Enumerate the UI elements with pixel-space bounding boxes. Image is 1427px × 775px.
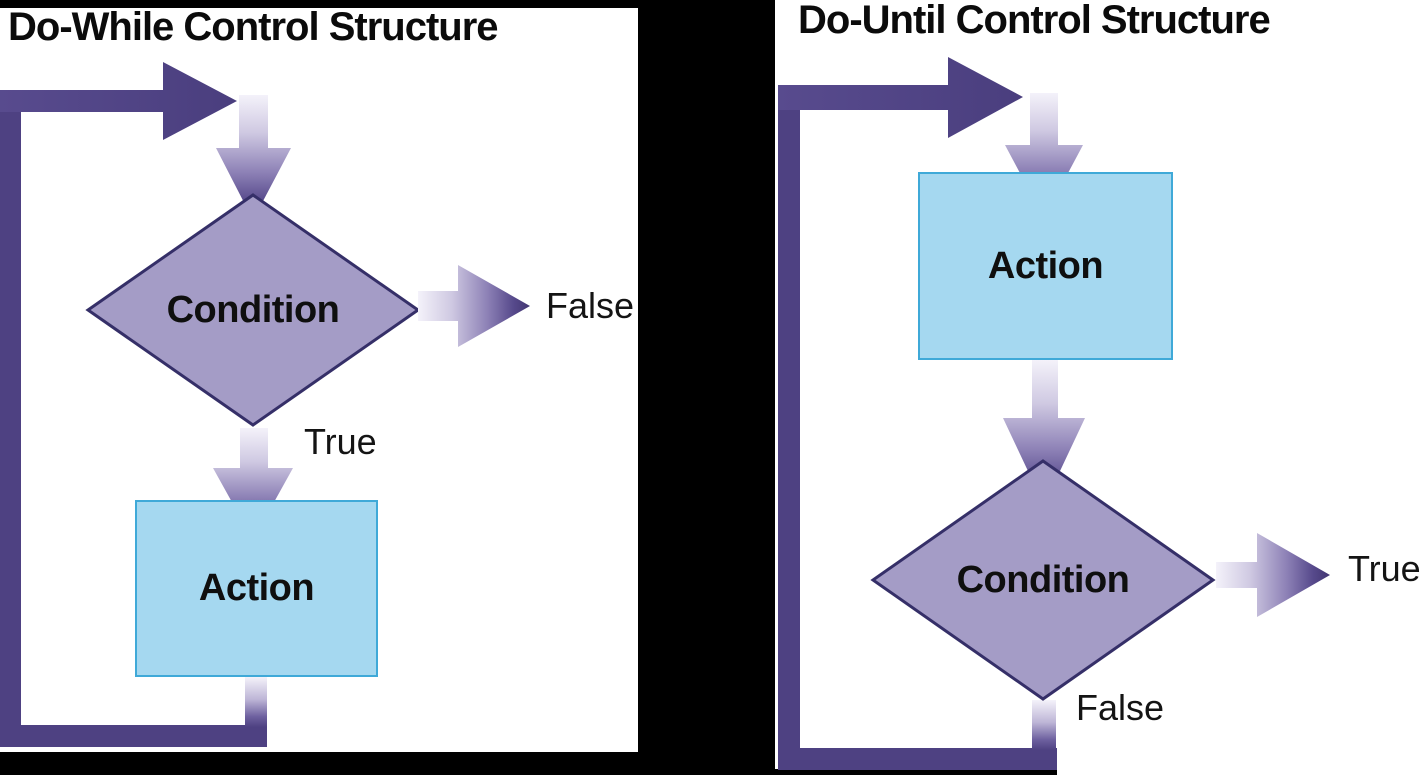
do-until-false-label-text: False — [1076, 687, 1165, 728]
do-until-loop-entry-arrow — [778, 57, 1023, 138]
do-until-action-label: Action — [987, 244, 1104, 287]
do-until-title-text: Do-Until Control Structure — [798, 0, 1271, 42]
do-while-action-to-loop-connector — [245, 677, 267, 727]
do-while-action-label: Action — [198, 567, 315, 609]
do-while-title-text: Do-While Control Structure — [8, 5, 499, 49]
bottom-right-frame-strip — [775, 769, 1057, 775]
do-while-panel: Do-While Control Structure Condition Fal… — [0, 0, 638, 775]
do-while-condition-label-box: Condition — [85, 192, 421, 428]
do-until-condition-to-loop-connector — [1032, 700, 1056, 750]
do-until-false-label: False — [1076, 690, 1164, 726]
do-while-loop-bottom-bar — [0, 725, 267, 747]
do-while-false-label: False — [546, 288, 634, 324]
top-frame-strip — [0, 0, 638, 8]
do-until-condition-diamond — [870, 459, 1216, 701]
do-while-condition-diamond — [85, 193, 421, 427]
do-until-true-label-text: True — [1348, 548, 1421, 589]
do-until-true-arrow — [1216, 533, 1330, 617]
do-while-true-label: True — [304, 424, 377, 460]
do-until-title: Do-Until Control Structure — [798, 0, 1271, 42]
do-until-loop-left-bar — [778, 85, 800, 770]
do-while-false-label-text: False — [546, 285, 635, 326]
do-while-condition-diamond-shape — [85, 193, 421, 427]
do-while-loop-left-bar — [0, 90, 21, 747]
do-while-condition-label: Condition — [166, 288, 340, 331]
do-until-true-label: True — [1348, 551, 1421, 587]
do-while-title: Do-While Control Structure — [8, 5, 499, 49]
bottom-left-frame-strip — [0, 752, 638, 775]
do-until-action-box: Action — [918, 172, 1173, 360]
do-until-condition-label-box: Condition — [870, 458, 1216, 702]
do-until-loop-bottom-bar — [778, 748, 1057, 770]
do-until-condition-diamond-shape — [870, 459, 1216, 701]
do-while-true-label-text: True — [304, 421, 377, 462]
do-until-condition-label: Condition — [956, 558, 1130, 601]
panel-divider-strip — [638, 0, 775, 775]
do-while-action-box: Action — [135, 500, 378, 677]
